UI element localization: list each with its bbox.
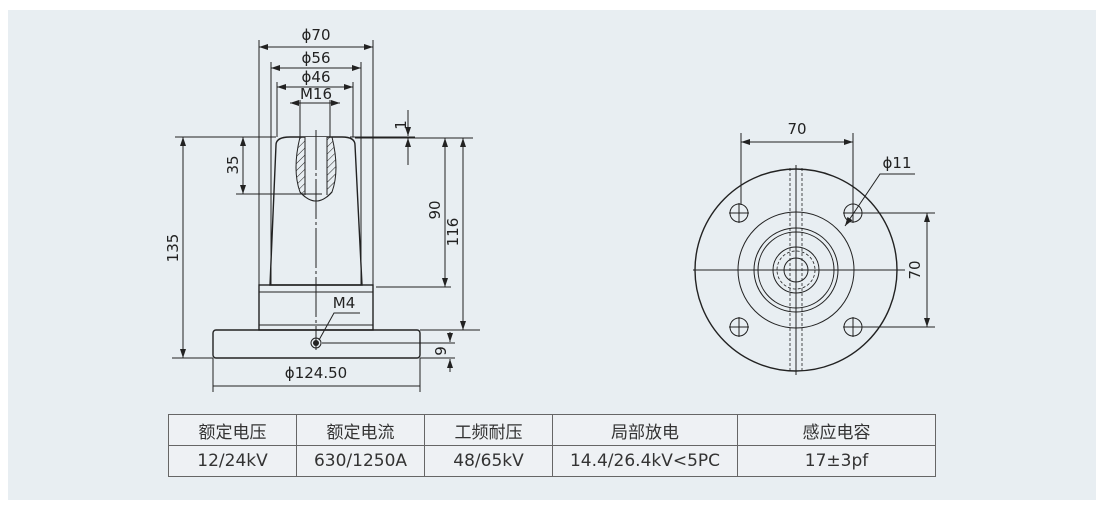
header-rated-voltage: 额定电压 <box>168 414 297 446</box>
dim-9: 9 <box>432 346 450 356</box>
dim-135: 135 <box>164 234 182 263</box>
top-view: 70 ϕ11 70 <box>693 120 935 375</box>
insulator-body <box>269 136 363 286</box>
dim-m16: M16 <box>300 85 332 103</box>
value-partial-discharge: 14.4/26.4kV<5PC <box>552 445 738 477</box>
value-rated-voltage: 12/24kV <box>168 445 297 477</box>
dim-m4: M4 <box>333 294 356 312</box>
dim-35: 35 <box>224 155 242 174</box>
value-rated-current: 630/1250A <box>296 445 425 477</box>
dim-d124: ϕ124.50 <box>285 364 347 382</box>
dim-d11: ϕ11 <box>883 154 912 172</box>
dim-d70: ϕ70 <box>302 26 331 44</box>
spec-table: 额定电压 额定电流 工频耐压 局部放电 感应电容 12/24kV 630/125… <box>168 414 936 477</box>
value-power-freq-withstand: 48/65kV <box>424 445 553 477</box>
m4-hole <box>310 337 322 349</box>
header-rated-current: 额定电流 <box>296 414 425 446</box>
dim-d56: ϕ56 <box>302 49 331 67</box>
mounting-holes <box>729 203 863 337</box>
dim-hole-spacing-h: 70 <box>787 120 806 138</box>
header-partial-discharge: 局部放电 <box>552 414 738 446</box>
header-power-freq-withstand: 工频耐压 <box>424 414 553 446</box>
header-induced-capacitance: 感应电容 <box>737 414 936 446</box>
dim-116: 116 <box>444 218 462 247</box>
table-row: 12/24kV 630/1250A 48/65kV 14.4/26.4kV<5P… <box>168 445 936 477</box>
dim-90: 90 <box>426 200 444 219</box>
dim-hole-spacing-v: 70 <box>906 260 924 279</box>
dim-1: 1 <box>392 120 410 130</box>
table-header-row: 额定电压 额定电流 工频耐压 局部放电 感应电容 <box>168 414 936 446</box>
dim-d46: ϕ46 <box>302 68 331 86</box>
value-induced-capacitance: 17±3pf <box>737 445 936 477</box>
side-view: ϕ70 ϕ56 ϕ46 M16 1 135 35 90 116 M4 <box>164 26 480 392</box>
